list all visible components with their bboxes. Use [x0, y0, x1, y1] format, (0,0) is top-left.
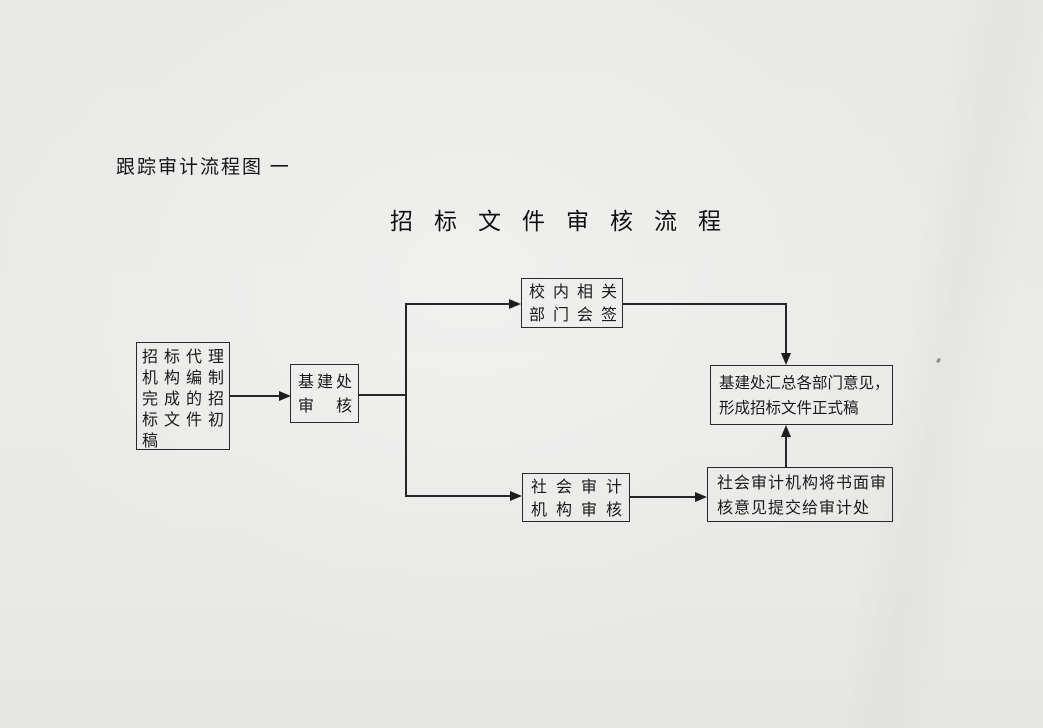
arrowhead-into-final-top [781, 353, 791, 365]
connector-branch-to-campus [405, 303, 510, 305]
arrowhead-into-social [510, 491, 522, 501]
node-text-line: 部门会签 [529, 307, 626, 324]
node-text-line: 核意见提交给审计处 [717, 500, 871, 517]
node-text-line: 社会审计机构将书面审 [717, 475, 888, 492]
node-text-line: 社会审计 [531, 479, 632, 496]
node-text-line: 基建处 [298, 374, 356, 391]
arrowhead-into-written [695, 492, 707, 502]
node-text-line: 稿 [142, 433, 165, 450]
connector-written-to-final [785, 437, 787, 467]
node-written-opinion: 社会审计机构将书面审 核意见提交给审计处 [707, 467, 893, 522]
connector-campus-to-final-horizontal [623, 303, 786, 305]
connector-review-to-branch [359, 394, 406, 396]
node-text-line: 机构审核 [531, 502, 632, 519]
node-text-line: 完成的招 [142, 391, 231, 408]
node-social-audit-review: 社会审计 机构审核 [522, 473, 630, 522]
branch-vertical-line [405, 303, 407, 496]
connector-social-to-written [630, 496, 696, 498]
page-corner-label: 跟踪审计流程图 一 [116, 157, 291, 178]
node-campus-countersign: 校内相关 部门会签 [521, 278, 623, 328]
arrowhead-into-review [279, 391, 291, 401]
node-text-line: 机构编制 [142, 370, 231, 387]
scan-speck [935, 357, 942, 364]
node-infrastructure-review: 基建处 审 核 [290, 364, 359, 423]
node-text-line: 审 核 [298, 398, 356, 415]
node-bid-draft: 招标代理 机构编制 完成的招 标文件初 稿 [136, 342, 230, 450]
node-text-line: 形成招标文件正式稿 [719, 400, 859, 417]
node-text-line: 校内相关 [529, 284, 626, 301]
connector-draft-to-review [230, 395, 280, 397]
arrowhead-into-campus [509, 299, 521, 309]
arrowhead-into-final-bottom [781, 425, 791, 437]
diagram-title: 招标文件审核流程 [390, 209, 742, 234]
node-text-line: 标文件初 [142, 412, 231, 429]
connector-branch-to-social [405, 495, 511, 497]
node-text-line: 基建处汇总各部门意见， [719, 375, 890, 392]
node-text-line: 招标代理 [142, 349, 231, 366]
node-final-draft: 基建处汇总各部门意见， 形成招标文件正式稿 [710, 365, 893, 425]
connector-campus-to-final-vertical [785, 303, 787, 354]
